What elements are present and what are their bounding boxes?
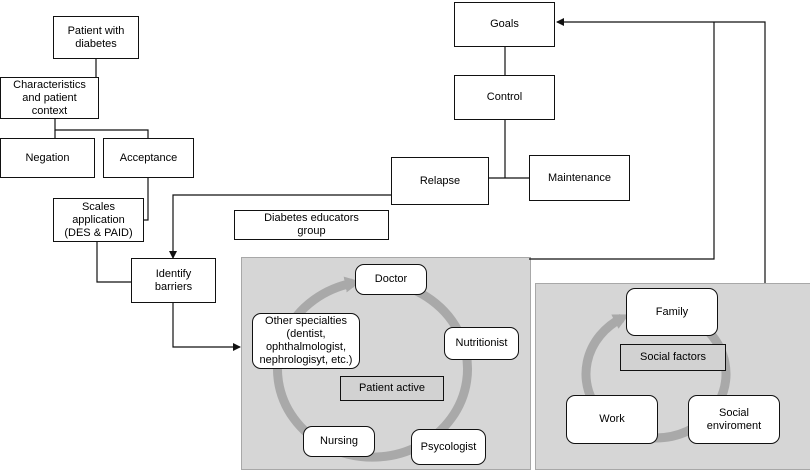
- connector-educators-panel-goals: [529, 22, 715, 260]
- family-box: Family: [626, 288, 718, 336]
- social-factors-box: Social factors: [620, 344, 726, 371]
- goals-box: Goals: [454, 2, 555, 47]
- connector-barriers-panel: [172, 303, 241, 351]
- work-box: Work: [566, 395, 658, 444]
- control-box: Control: [454, 75, 555, 120]
- connector-scales-barriers: [96, 242, 131, 283]
- acceptance-box: Acceptance: [103, 138, 194, 178]
- psycologist-box: Psycologist: [411, 429, 486, 465]
- identify-barriers-box: Identify barriers: [131, 258, 216, 303]
- connector-social-panel-goals: [556, 18, 766, 283]
- social-enviroment-box: Social enviroment: [688, 395, 780, 444]
- other-specialties-box: Other specialties (dentist, ophthalmolog…: [252, 313, 360, 369]
- connector-relapse-barriers: [169, 194, 391, 259]
- scales-application-box: Scales application (DES & PAID): [53, 198, 144, 242]
- patient-with-diabetes-box: Patient with diabetes: [53, 16, 139, 59]
- doctor-box: Doctor: [355, 264, 427, 295]
- relapse-box: Relapse: [391, 157, 489, 205]
- connector-acceptance-scales: [144, 177, 149, 221]
- diabetes-educators-group-box: Diabetes educators group: [234, 210, 389, 240]
- characteristics-box: Characteristics and patient context: [0, 77, 99, 119]
- patient-active-box: Patient active: [340, 376, 444, 401]
- nutritionist-box: Nutritionist: [444, 327, 519, 360]
- maintenance-box: Maintenance: [529, 155, 630, 201]
- connector-characteristics-branch: [54, 119, 149, 138]
- negation-box: Negation: [0, 138, 95, 178]
- nursing-box: Nursing: [303, 426, 375, 457]
